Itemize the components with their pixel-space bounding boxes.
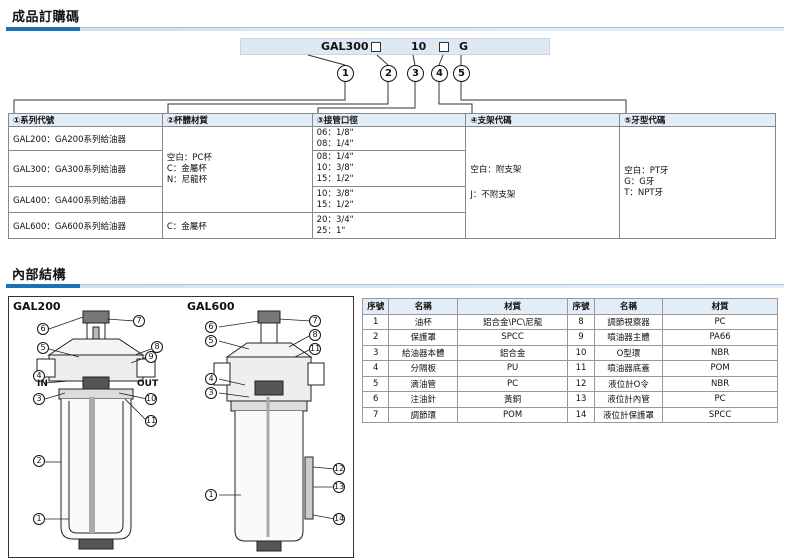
series-gal200: GAL200：GA200系列給油器	[8, 126, 163, 151]
code-marker-3: 3	[407, 65, 424, 82]
diagram-marker-11-a: 11	[145, 415, 157, 427]
code-marker-4: 4	[431, 65, 448, 82]
code-connector-lines	[13, 54, 627, 115]
diagram-marker-11-b: 11	[309, 343, 321, 355]
out-label: OUT	[137, 379, 159, 389]
parts-header-no-2: 序號	[567, 298, 595, 315]
diagram-marker-5-b: 5	[205, 335, 217, 347]
code-marker-5: 5	[453, 65, 470, 82]
port-size-gal400: 10：3/8" 15：1/2"	[311, 186, 467, 213]
section-rule	[6, 284, 784, 288]
code-model: GAL300	[321, 40, 369, 53]
diagram-marker-3-b: 3	[205, 387, 217, 399]
port-size-gal300: 08：1/4" 10：3/8" 15：1/2"	[311, 150, 467, 187]
diagram-marker-1-a: 1	[33, 513, 45, 525]
series-gal600: GAL600：GA600系列給油器	[8, 212, 163, 239]
internal-structure-diagram: GAL200 GAL600	[8, 296, 354, 558]
code-marker-2: 2	[380, 65, 397, 82]
parts-header-material: 材質	[456, 298, 569, 315]
section-title-order-code: 成品訂購碼	[12, 10, 80, 25]
diagram-marker-8-b: 8	[309, 329, 321, 341]
diagram-marker-12-b: 12	[333, 463, 345, 475]
diagram-marker-4-b: 4	[205, 373, 217, 385]
bowl-material-group1: 空白：PC杯 C：金屬杯 N：尼龍杯	[161, 126, 313, 213]
in-label: IN	[37, 379, 48, 389]
spec-header-series: ①系列代號	[8, 113, 163, 127]
spec-header-bracket: ④支架代碼	[465, 113, 621, 127]
section-rule	[6, 27, 784, 31]
spec-header-port: ③接管口徑	[311, 113, 467, 127]
parts-header-no: 序號	[361, 298, 390, 315]
diagram-label-gal200: GAL200	[13, 300, 61, 313]
diagram-marker-6-a: 6	[37, 323, 49, 335]
port-size-gal600: 20：3/4" 25：1"	[311, 212, 467, 239]
section-title-internal-structure: 內部結構	[12, 268, 67, 283]
diagram-marker-7-b: 7	[309, 315, 321, 327]
diagram-marker-14-b: 14	[333, 513, 345, 525]
series-gal400: GAL400：GA400系列給油器	[8, 186, 163, 213]
diagram-marker-13-b: 13	[333, 481, 345, 493]
order-code-bar: GAL300 10 G	[240, 38, 550, 55]
parts-header-name-2: 名稱	[593, 298, 664, 315]
diagram-label-gal600: GAL600	[187, 300, 235, 313]
code-box-2	[439, 42, 449, 52]
parts-header-name: 名稱	[388, 298, 458, 315]
series-gal300: GAL300：GA300系列給油器	[8, 150, 163, 187]
diagram-marker-9-a: 9	[145, 351, 157, 363]
diagram-marker-2-a: 2	[33, 455, 45, 467]
code-size: 10	[411, 40, 427, 53]
thread-options: 空白：PT牙 G：G牙 T：NPT牙	[619, 126, 776, 239]
diagram-marker-5-a: 5	[37, 342, 49, 354]
diagram-marker-3-a: 3	[33, 393, 45, 405]
code-marker-1: 1	[337, 65, 354, 82]
bowl-material-group2: C：金屬杯	[161, 212, 313, 239]
spec-table: ①系列代號 ②杯體材質 ③接管口徑 ④支架代碼 ⑤牙型代碼 GAL200：GA2…	[8, 113, 776, 239]
spec-header-thread: ⑤牙型代碼	[619, 113, 776, 127]
diagram-marker-10-a: 10	[145, 393, 157, 405]
diagram-marker-4-a: 4	[33, 370, 45, 382]
code-suffix: G	[459, 40, 469, 53]
diagram-marker-8-a: 8	[151, 341, 163, 353]
diagram-marker-6-b: 6	[205, 321, 217, 333]
lubricator-drawing	[36, 310, 336, 552]
diagram-marker-7-a: 7	[133, 315, 145, 327]
diagram-marker-1-b: 1	[205, 489, 217, 501]
port-size-gal200: 06：1/8" 08：1/4"	[311, 126, 467, 151]
bracket-options: 空白：附支架 J：不附支架	[465, 126, 621, 239]
code-box-1	[371, 42, 381, 52]
spec-header-bowl: ②杯體材質	[161, 113, 313, 127]
parts-header-material-2: 材質	[662, 298, 778, 315]
